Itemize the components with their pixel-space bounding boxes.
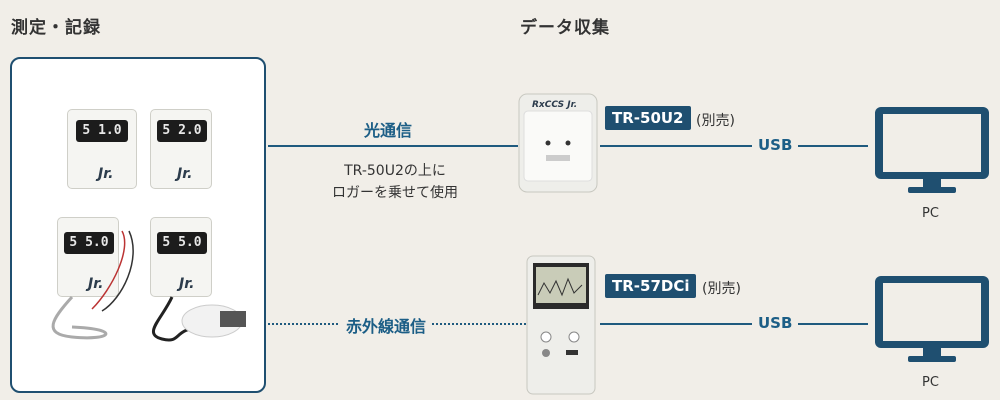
- logger-display: 5 1.0: [76, 120, 128, 142]
- monitor-icon: [875, 107, 989, 193]
- tr-50u2-sold-note: (別売): [696, 113, 735, 129]
- optical-note-line2: ロガーを乗せて使用: [332, 185, 458, 201]
- tr-57dci-device: [526, 255, 596, 395]
- optical-link-label: 光通信: [358, 117, 419, 141]
- infrared-link-label: 赤外線通信: [340, 313, 433, 337]
- logger-display: 5 5.0: [157, 232, 207, 254]
- collect-heading: データ収集: [520, 18, 610, 38]
- logger-tr-55i-2: 5 5.0 Jr.: [150, 217, 212, 297]
- monitor-icon: [875, 276, 989, 362]
- logger-brand: Jr.: [88, 276, 104, 292]
- logger-tr-51a: 5 1.0 Jr.: [67, 109, 137, 189]
- logger-brand: Jr.: [98, 166, 114, 182]
- optical-note-line1: TR-50U2の上に: [344, 163, 446, 179]
- optical-note: TR-50U2の上に ロガーを乗せて使用: [300, 160, 490, 204]
- usb-bottom-line: [600, 323, 868, 325]
- logger-panel: 5 1.0 Jr. 5 2.0 Jr. 5 5.0 Jr. 5 5.0 Jr.: [10, 57, 266, 393]
- pc-top-label: PC: [922, 206, 939, 221]
- pc-bottom-label: PC: [922, 375, 939, 390]
- svg-text:RxCCS Jr.: RxCCS Jr.: [532, 100, 577, 110]
- logger-display: 5 2.0: [157, 120, 207, 142]
- measure-heading: 測定・記録: [11, 18, 101, 38]
- logger-brand: Jr.: [179, 276, 195, 292]
- logger-display: 5 5.0: [64, 232, 114, 254]
- pc-bottom-monitor: [873, 274, 991, 369]
- tr-57dci-sold-note: (別売): [702, 281, 741, 297]
- logger-tr-52i: 5 2.0 Jr.: [150, 109, 212, 189]
- logger-tr-55i: 5 5.0 Jr.: [57, 217, 119, 297]
- usb-top-label: USB: [752, 136, 799, 154]
- usb-top-line: [600, 145, 868, 147]
- probe-cables-illustration: [51, 230, 246, 342]
- logger-brand: Jr.: [177, 166, 193, 182]
- pc-top-monitor: [873, 105, 991, 200]
- tr-57dci-badge: TR-57DCi: [605, 274, 697, 298]
- tr-50u2-badge: TR-50U2: [605, 106, 691, 130]
- usb-bottom-label: USB: [752, 314, 799, 332]
- tr-50u2-device: RxCCS Jr.: [518, 93, 598, 193]
- optical-link-line: [268, 145, 518, 147]
